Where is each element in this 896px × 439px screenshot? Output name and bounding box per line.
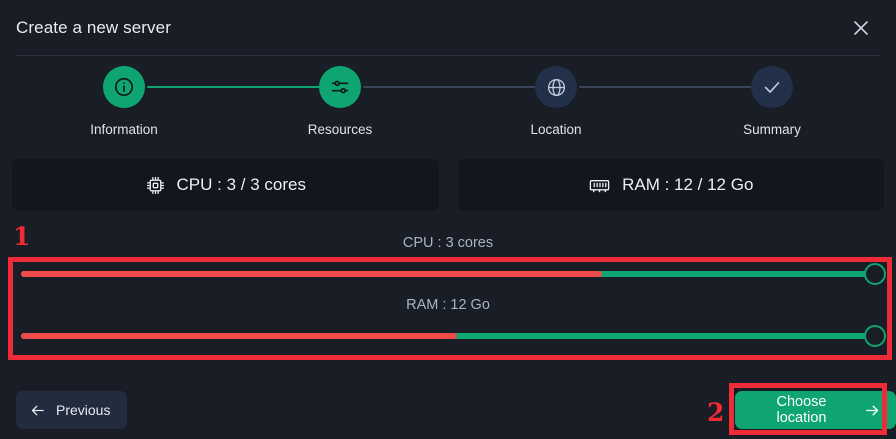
step-label-information: Information bbox=[90, 122, 158, 137]
step-resources[interactable]: Resources bbox=[265, 66, 415, 137]
step-label-resources: Resources bbox=[307, 122, 373, 137]
modal-header: Create a new server bbox=[0, 0, 896, 56]
stepper: Information Resources Location Summary bbox=[16, 66, 880, 152]
modal-footer: Previous Choose location bbox=[0, 380, 896, 439]
step-label-location: Location bbox=[530, 122, 582, 137]
step-location[interactable]: Location bbox=[481, 66, 631, 137]
page-title: Create a new server bbox=[16, 18, 171, 37]
cpu-slider-thumb[interactable] bbox=[864, 263, 886, 285]
step-summary[interactable]: Summary bbox=[697, 66, 847, 137]
sliders-icon bbox=[319, 66, 361, 108]
ram-icon bbox=[588, 174, 611, 197]
ram-slider[interactable] bbox=[12, 325, 886, 347]
step-information[interactable]: Information bbox=[49, 66, 199, 137]
ram-slider-block: RAM : 12 Go bbox=[12, 294, 886, 347]
choose-location-button[interactable]: Choose location bbox=[735, 391, 896, 429]
step-label-summary: Summary bbox=[743, 122, 801, 137]
cpu-icon bbox=[145, 175, 166, 196]
previous-button[interactable]: Previous bbox=[16, 391, 128, 429]
cpu-slider[interactable] bbox=[12, 263, 886, 285]
cpu-summary-label: CPU : 3 / 3 cores bbox=[176, 175, 306, 194]
cpu-slider-block: CPU : 3 cores bbox=[12, 232, 886, 285]
ram-slider-caption: RAM : 12 Go bbox=[406, 297, 490, 313]
info-icon bbox=[103, 66, 145, 108]
cpu-slider-caption: CPU : 3 cores bbox=[402, 235, 494, 251]
stepper-connector-2 bbox=[363, 86, 549, 88]
ram-slider-fill bbox=[21, 333, 457, 339]
stepper-connector-3 bbox=[579, 86, 765, 88]
close-icon[interactable] bbox=[846, 13, 876, 43]
arrow-left-icon bbox=[29, 402, 46, 419]
arrow-right-icon bbox=[864, 402, 881, 419]
sliders-region: CPU : 3 cores RAM : 12 Go bbox=[12, 232, 886, 356]
choose-location-label: Choose location bbox=[776, 394, 827, 426]
resource-summary-row: CPU : 3 / 3 cores RAM : 12 / 12 Go bbox=[12, 159, 884, 211]
globe-icon bbox=[535, 66, 577, 108]
ram-summary-pill: RAM : 12 / 12 Go bbox=[457, 159, 884, 211]
ram-summary-label: RAM : 12 / 12 Go bbox=[622, 175, 754, 194]
check-icon bbox=[751, 66, 793, 108]
previous-button-label: Previous bbox=[56, 402, 111, 418]
cpu-summary-pill: CPU : 3 / 3 cores bbox=[12, 159, 439, 211]
header-divider bbox=[16, 55, 880, 56]
stepper-connector-1 bbox=[147, 86, 333, 88]
cpu-slider-fill bbox=[21, 271, 602, 277]
ram-slider-thumb[interactable] bbox=[864, 325, 886, 347]
